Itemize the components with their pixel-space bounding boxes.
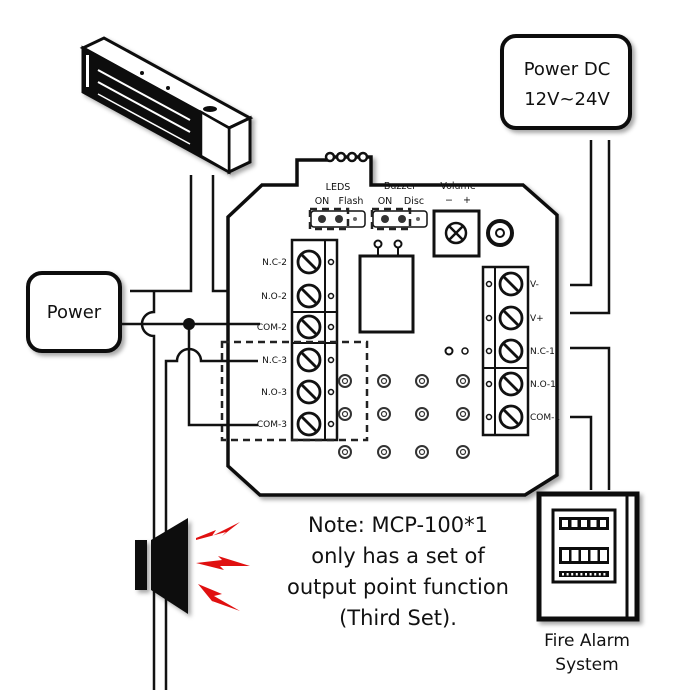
- terminal-block-left: [290, 238, 339, 442]
- volume-potentiometer[interactable]: [432, 209, 481, 258]
- terminal-label: COM-1: [530, 413, 560, 423]
- terminal-no-1[interactable]: N.O-1: [485, 371, 556, 397]
- terminal-nc-2[interactable]: N.C-2: [262, 249, 335, 275]
- note-line-3: output point function: [287, 575, 509, 599]
- third-set-highlight: [220, 340, 369, 442]
- panel-led: [594, 573, 597, 576]
- top-connector: [324, 151, 369, 163]
- terminal-label: V-: [530, 280, 539, 290]
- relay-icon: [358, 239, 415, 334]
- volume-plus-label: +: [463, 195, 471, 206]
- panel-indicator: [562, 520, 568, 527]
- wire-v-minus: [570, 140, 593, 287]
- magnetic-lock-icon: [79, 36, 254, 175]
- panel-button: [590, 550, 598, 561]
- input-screw: [338, 445, 352, 459]
- wire-junction: [183, 318, 195, 330]
- panel-led: [566, 573, 569, 576]
- leds-on-label: ON: [315, 196, 330, 207]
- leds-flash-label: Flash: [339, 196, 364, 207]
- terminal-no-3[interactable]: N.O-3: [261, 379, 335, 405]
- input-screw: [377, 445, 391, 459]
- terminal-vplus[interactable]: V+: [485, 305, 544, 331]
- panel-indicator: [581, 520, 587, 527]
- buzzer-jumper[interactable]: [370, 207, 428, 231]
- power-dc-box: Power DC 12V~24V: [500, 34, 632, 130]
- wire-nc1: [570, 346, 611, 490]
- power-label: Power: [47, 302, 102, 323]
- wires: [120, 175, 260, 690]
- panel-led: [585, 573, 587, 576]
- buzzer-on-label: ON: [378, 196, 393, 207]
- wire-v-plus: [570, 140, 611, 315]
- input-screw: [415, 407, 429, 421]
- terminal-label: N.C-2: [262, 258, 287, 268]
- power-dc-label: Power DC: [524, 59, 611, 80]
- panel-led: [562, 573, 564, 576]
- terminal-label: N.O-3: [261, 388, 287, 398]
- note-line-4: (Third Set).: [339, 606, 457, 630]
- note-text: Note: MCP-100*1 only has a set of output…: [287, 513, 509, 630]
- terminal-com-1[interactable]: COM-1: [485, 404, 561, 430]
- input-screw: [338, 374, 352, 388]
- note-line-1: Note: MCP-100*1: [308, 513, 488, 537]
- panel-led: [598, 573, 601, 576]
- input-screw-grid: [338, 374, 470, 459]
- fire-alarm-label-line2: System: [555, 655, 618, 675]
- input-screw: [377, 374, 391, 388]
- buzzer-label: Buzzer: [384, 181, 416, 192]
- siren-icon: [135, 518, 188, 614]
- panel-indicator: [571, 520, 578, 527]
- panel-led: [575, 573, 578, 576]
- input-screw: [456, 407, 470, 421]
- panel-led: [589, 573, 592, 576]
- terminal-vminus[interactable]: V-: [485, 271, 539, 297]
- panel-led: [571, 573, 574, 576]
- terminal-label: N.C-1: [530, 347, 555, 357]
- panel-led: [580, 573, 583, 576]
- buzzer-disc-label: Disc: [404, 196, 424, 207]
- terminal-label: V+: [530, 314, 544, 324]
- input-screw: [415, 374, 429, 388]
- input-screw: [377, 407, 391, 421]
- terminal-label: COM-2: [257, 323, 287, 333]
- leds-label: LEDS: [326, 182, 351, 193]
- terminal-nc-1[interactable]: N.C-1: [485, 338, 555, 364]
- fire-alarm-label-line1: Fire Alarm: [544, 631, 630, 651]
- volume-label: Volume: [440, 181, 475, 192]
- power-box: Power: [26, 271, 122, 353]
- alarm-signal-icons: [196, 522, 250, 611]
- controller-board: LEDS ON Flash Buzzer ON Disc Volume − +: [220, 151, 561, 497]
- terminal-no-2[interactable]: N.O-2: [261, 283, 335, 309]
- input-screw: [338, 407, 352, 421]
- terminal-label: N.O-2: [261, 292, 287, 302]
- wire-com1: [570, 415, 593, 490]
- panel-indicator: [590, 520, 597, 527]
- input-screw: [456, 445, 470, 459]
- terminal-label: N.C-3: [262, 356, 287, 366]
- buzzer-icon: [486, 219, 514, 247]
- terminal-label: COM-3: [257, 420, 287, 430]
- input-screw: [415, 445, 429, 459]
- volume-minus-label: −: [445, 195, 453, 206]
- input-screw: [456, 374, 470, 388]
- terminal-nc-3[interactable]: N.C-3: [262, 347, 335, 373]
- power-dc-voltage: 12V~24V: [524, 89, 610, 110]
- terminal-com-2[interactable]: COM-2: [257, 314, 335, 340]
- leds-jumper[interactable]: [308, 207, 366, 231]
- panel-led: [603, 573, 606, 576]
- panel-button: [600, 550, 607, 561]
- note-line-2: only has a set of: [311, 544, 485, 568]
- panel-button: [581, 550, 588, 561]
- panel-indicator: [600, 520, 606, 527]
- panel-button: [562, 550, 569, 561]
- terminal-label: N.O-1: [530, 380, 556, 390]
- terminal-com-3[interactable]: COM-3: [257, 411, 335, 437]
- panel-button: [571, 550, 579, 561]
